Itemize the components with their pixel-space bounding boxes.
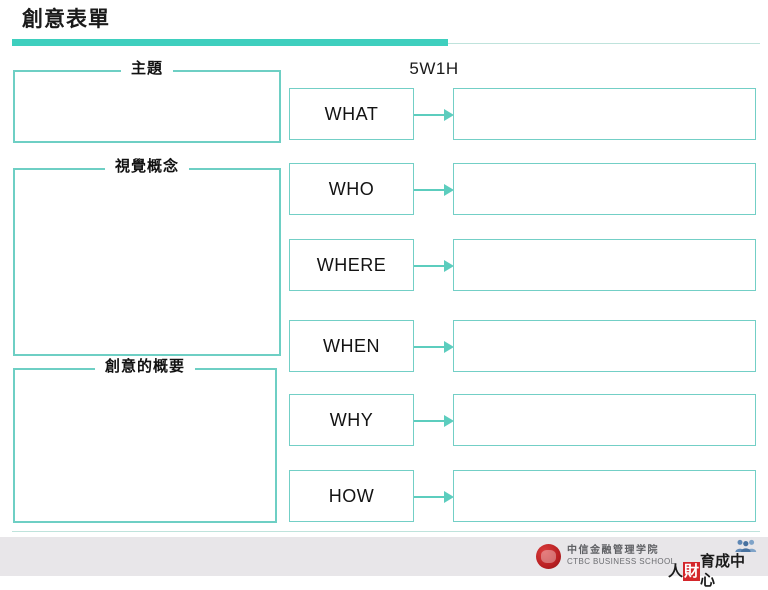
creative-outline-box-label: 創意的概要 (94, 357, 196, 377)
footer-band (0, 537, 768, 576)
fivew1h-answer-what[interactable] (453, 88, 756, 140)
fivew1h-row-who: WHO (289, 163, 760, 215)
visual-concept-box-label: 視覺概念 (104, 157, 190, 177)
fivew1h-answer-why[interactable] (453, 394, 756, 446)
arrow-right-icon (414, 491, 454, 503)
ctbc-logo-text: 中信金融管理学院 CTBC BUSINESS SCHOOL (567, 546, 675, 566)
theme-input-box[interactable]: 主題 (13, 59, 281, 143)
fivew1h-key-how: HOW (289, 470, 414, 522)
arrow-right-icon (414, 415, 454, 427)
arrow-right-icon (414, 341, 454, 353)
arrow-right-icon (414, 260, 454, 272)
hr-center-wordmark: 人 財 育成中心 (668, 552, 760, 590)
ctbc-name-cn: 中信金融管理学院 (567, 545, 659, 557)
header-rule-accent (12, 39, 448, 46)
fivew1h-key-why: WHY (289, 394, 414, 446)
fivew1h-title: 5W1H (409, 59, 459, 78)
page-title: 創意表單 (22, 8, 110, 31)
fivew1h-key-what: WHAT (289, 88, 414, 140)
fivew1h-row-why: WHY (289, 394, 760, 446)
fivew1h-answer-how[interactable] (453, 470, 756, 522)
arrow-right-icon (414, 184, 454, 196)
hr-word-highlight: 財 (683, 561, 701, 581)
fivew1h-key-when: WHEN (289, 320, 414, 372)
hr-center-logo: 人 財 育成中心 (668, 539, 760, 589)
visual-concept-input-box[interactable]: 視覺概念 (13, 157, 281, 356)
fivew1h-key-where: WHERE (289, 239, 414, 291)
fivew1h-key-who: WHO (289, 163, 414, 215)
fivew1h-row-what: WHAT (289, 88, 760, 140)
hr-word-part-2: 育成中心 (700, 553, 746, 589)
fivew1h-row-how: HOW (289, 470, 760, 522)
creative-outline-input-box[interactable]: 創意的概要 (13, 357, 277, 523)
ctbc-name-en: CTBC BUSINESS SCHOOL (567, 556, 676, 566)
ctbc-business-school-logo: 中信金融管理学院 CTBC BUSINESS SCHOOL (536, 543, 675, 569)
red-seal-icon (536, 543, 561, 569)
fivew1h-row-where: WHERE (289, 239, 760, 291)
fivew1h-answer-who[interactable] (453, 163, 756, 215)
people-group-icon (735, 539, 757, 552)
fivew1h-answer-where[interactable] (453, 239, 756, 291)
fivew1h-row-when: WHEN (289, 320, 760, 372)
fivew1h-answer-when[interactable] (453, 320, 756, 372)
arrow-right-icon (414, 109, 454, 121)
footer-rule (12, 531, 760, 532)
hr-word-part-1: 人 (668, 562, 684, 580)
theme-box-label: 主題 (120, 59, 174, 79)
